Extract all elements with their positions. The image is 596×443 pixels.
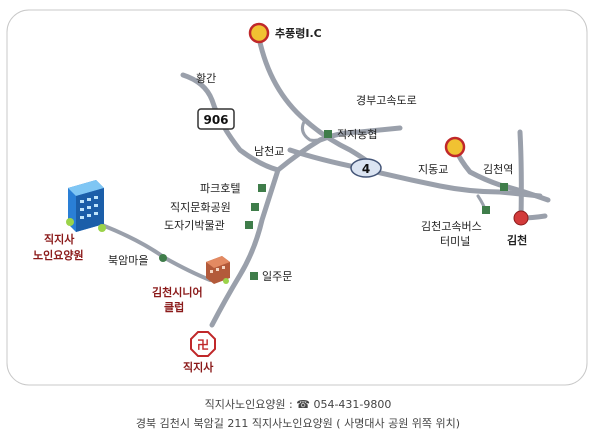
road-route4	[287, 147, 543, 199]
bugam-village-dot	[159, 254, 167, 262]
label-senior-club-1: 김천시니어	[152, 285, 203, 299]
route-4-label: 4	[362, 162, 370, 176]
landmark-square-ceramic-museum	[245, 221, 253, 229]
label-bus-terminal-2: 터미널	[440, 235, 470, 248]
label-nursing-home-2: 노인요양원	[33, 248, 84, 262]
svg-text:卍: 卍	[197, 338, 209, 352]
phone-icon: ☎	[296, 398, 310, 411]
footer-contact: 직지사노인요양원 : ☎ 054-431-9800	[0, 396, 596, 412]
ic-marker-chupungnyeong	[248, 22, 270, 44]
label-ceramic-museum: 도자기박물관	[164, 219, 225, 232]
map-frame	[6, 9, 588, 386]
landmark-square-park-hotel	[258, 184, 266, 192]
route-906-marker: 906	[197, 108, 235, 130]
label-iljumun: 일주문	[262, 269, 292, 283]
label-gimcheon: 김천	[507, 233, 527, 247]
label-jikji-park: 직지문화공원	[170, 201, 231, 214]
label-chupungnyeong: 추풍령I.C	[275, 26, 322, 40]
label-bugam-village: 북암마을	[108, 254, 148, 267]
gimcheon-dot	[513, 210, 529, 226]
landmark-square-gimcheon-station	[500, 183, 508, 191]
nursing-home-building-icon	[66, 180, 106, 232]
label-gimcheon-station: 김천역	[483, 162, 513, 176]
label-jikjisa: 직지사	[183, 360, 214, 374]
road-south	[209, 167, 281, 328]
label-bus-terminal-1: 김천고속버스	[421, 219, 482, 233]
label-expressway: 경부고속도로	[356, 94, 417, 107]
label-nursing-home-1: 직지사	[44, 232, 75, 246]
landmark-square-jikji-park	[251, 203, 259, 211]
footer-org-label: 직지사노인요양원 :	[204, 398, 293, 411]
label-jikji-nonghyup: 직지농협	[337, 128, 377, 141]
landmark-square-bus-terminal	[482, 206, 490, 214]
senior-club-building-icon	[206, 256, 230, 284]
temple-icon: 卍	[190, 331, 216, 357]
label-namcheongyo: 남천교	[254, 144, 284, 158]
label-hwanggan: 황간	[196, 72, 216, 85]
ic-marker-jidonggyo	[444, 136, 466, 158]
label-senior-club-2: 클럽	[164, 300, 184, 314]
label-park-hotel: 파크호텔	[200, 182, 240, 195]
road-gimcheon-north	[517, 129, 524, 221]
footer-address: 경북 김천시 북암길 211 직지사노인요양원 ( 사명대사 공원 위쪽 위치)	[135, 417, 461, 430]
label-jidonggyo: 지동교	[418, 163, 448, 176]
footer-phone: 054-431-9800	[313, 398, 392, 411]
route-4-marker: 4	[350, 158, 382, 178]
route-906-label: 906	[203, 113, 228, 127]
landmark-square-jikji-nonghyup	[324, 130, 332, 138]
landmark-square-iljumun	[250, 272, 258, 280]
